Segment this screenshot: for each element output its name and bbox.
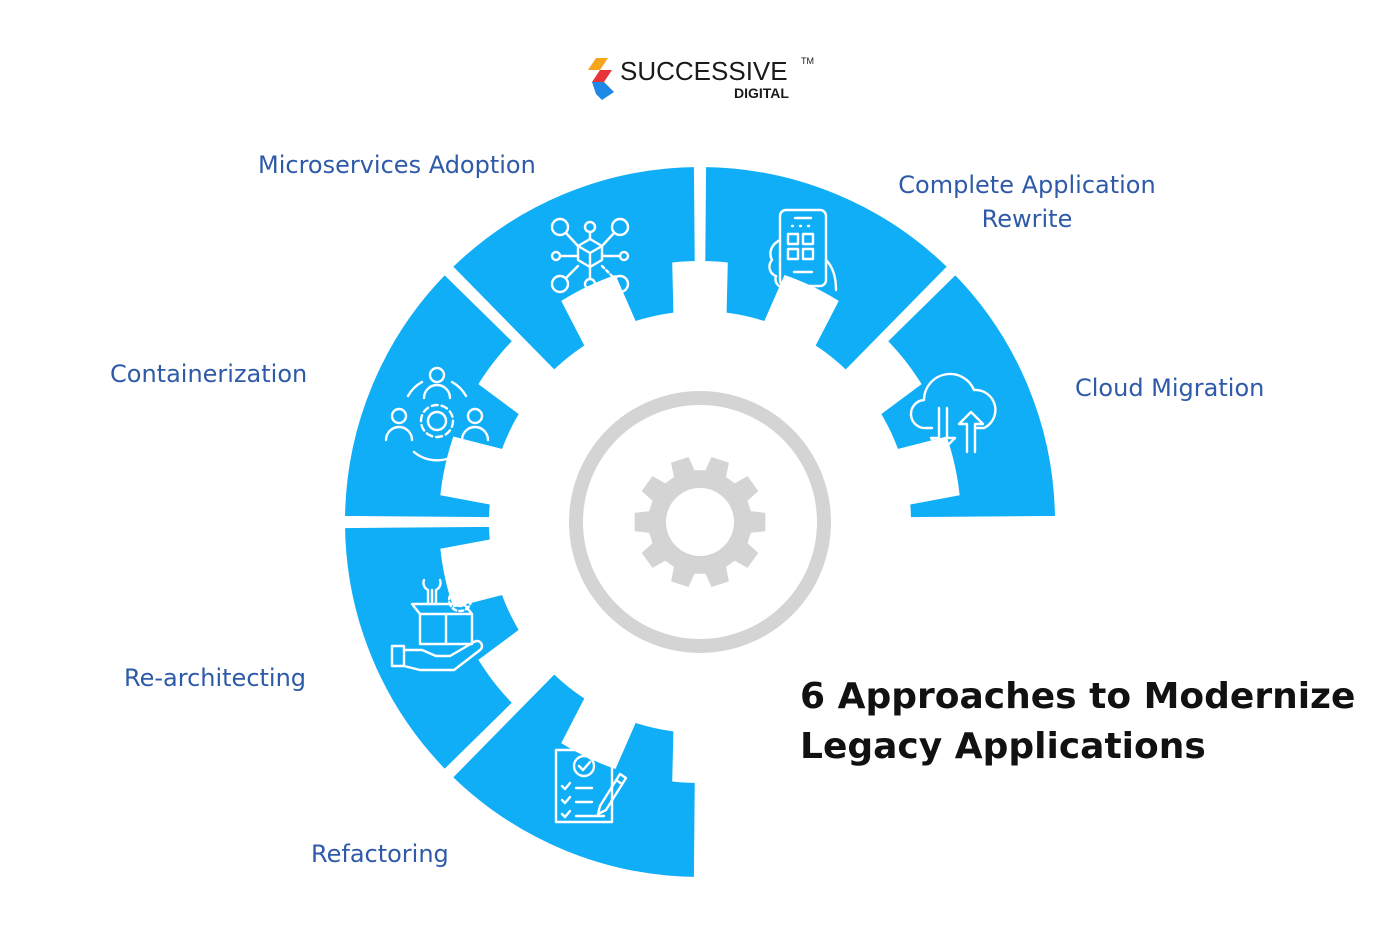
- label-line: Rewrite: [981, 205, 1073, 233]
- center-gear-hole: [666, 488, 734, 556]
- brand-subtitle: DIGITAL: [734, 85, 789, 101]
- box-tools-hand-icon: [390, 578, 484, 672]
- segment-refactoring: [444, 666, 701, 884]
- brand-trademark: TM: [801, 56, 814, 66]
- label-refactoring: Refactoring: [311, 840, 449, 868]
- label-re-architecting: Re-architecting: [124, 664, 307, 692]
- label-containerization: Containerization: [110, 360, 308, 388]
- cloud-upload-download-icon: [909, 372, 997, 454]
- brand-mark-icon: [588, 58, 614, 100]
- segment-microservices: [444, 160, 701, 378]
- title-line-2: Legacy Applications: [800, 726, 1206, 767]
- label-microservices-adoption: Microservices Adoption: [258, 151, 536, 179]
- mobile-app-icon: [768, 208, 838, 292]
- title-line-1: 6 Approaches to Modernize: [800, 676, 1356, 717]
- team-gear-icon: [384, 366, 490, 462]
- checklist-pencil-icon: [554, 748, 628, 824]
- brand-name: SUCCESSIVE: [620, 56, 788, 86]
- label-cloud-migration: Cloud Migration: [1075, 374, 1265, 402]
- label-complete-application-rewrite: Complete Application Rewrite: [891, 168, 1163, 236]
- label-line: Complete Application: [898, 171, 1156, 199]
- segment-re-architecting: [338, 520, 527, 778]
- segment-cloud-migration: [873, 266, 1062, 524]
- segment-containerization: [338, 266, 527, 524]
- network-cube-icon: [550, 217, 630, 294]
- diagram-title: 6 Approaches to Modernize Legacy Applica…: [800, 672, 1360, 772]
- center-ring: [569, 391, 831, 653]
